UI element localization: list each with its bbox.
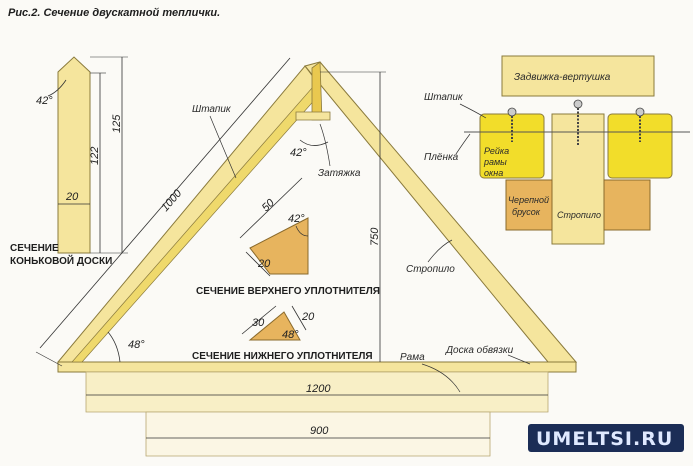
upper-seal-angle-arc xyxy=(295,225,309,237)
height-label: 750 xyxy=(369,227,381,246)
window-latch-detail: Задвижка-вертушка Стропило Рейка рамы ок… xyxy=(424,55,690,245)
lower-seal-right-dimline xyxy=(291,305,307,331)
rafter-length-label: 1000 xyxy=(159,187,185,214)
upper-seal-side-dimline xyxy=(239,177,303,239)
lower-seal-section: 30 20 48° СЕЧЕНИЕ НИЖНЕГО УПЛОТНИТЕЛЯ xyxy=(192,305,373,362)
cranial-bar-left xyxy=(505,179,553,231)
watermark-bg xyxy=(528,424,684,452)
shtapik-leader xyxy=(209,115,237,179)
cranial-label-1: Черепной xyxy=(508,195,549,205)
cranial-bar-right xyxy=(603,179,651,231)
tie-beam xyxy=(295,111,331,121)
frame-base xyxy=(85,371,549,413)
lower-seal-left-label: 30 xyxy=(252,317,265,329)
base-angle-arc xyxy=(107,331,121,363)
base-outer-label: 1200 xyxy=(306,383,331,395)
ridge-angle-label: 42° xyxy=(36,95,53,107)
right-rafter xyxy=(304,61,578,363)
upper-seal-side-label: 50 xyxy=(260,196,278,214)
apex-angle-label: 42° xyxy=(290,147,307,159)
upper-seal-angle-label: 42° xyxy=(288,213,305,225)
base-outer-dim: 1200 xyxy=(86,383,548,396)
screw-center xyxy=(573,99,583,146)
upper-seal-shape xyxy=(249,217,309,275)
apex-block xyxy=(311,61,323,121)
ridge-board-section: 42° 125 122 20 СЕЧЕНИЕ КОНЬКОВОЙ ДОСКИ xyxy=(10,56,128,267)
ridge-board-shape xyxy=(57,56,91,254)
apex-angle-arc xyxy=(299,139,329,146)
obvyazka-label: Доска обвязки xyxy=(445,344,514,356)
rail-label-3: окна xyxy=(484,168,503,178)
rail-label-2: рамы xyxy=(483,157,507,167)
shtapik-label: Штапик xyxy=(192,104,232,115)
ridge-height-inner-label: 122 xyxy=(89,147,101,165)
stropilo-label: Стропило xyxy=(406,264,455,275)
detail-shtapik-label: Штапик xyxy=(424,92,464,103)
ridge-height-outer-label: 125 xyxy=(111,114,123,133)
rafter-length-dimline xyxy=(39,57,291,349)
figure-caption: Рис.2. Сечение двускатной теплички. xyxy=(8,7,220,19)
ridge-width-label: 20 xyxy=(65,191,79,203)
ridge-angle-arc xyxy=(47,79,67,97)
obvyazka-leader xyxy=(507,354,531,365)
screw-right xyxy=(635,107,645,142)
base-inner-block xyxy=(145,411,491,457)
ridge-title-line1: СЕЧЕНИЕ xyxy=(10,243,59,254)
rail-label-1: Рейка xyxy=(484,146,509,156)
rafters xyxy=(56,61,578,363)
zatyazhka-leader xyxy=(319,123,331,167)
upper-seal-bottom-dimline xyxy=(245,251,271,277)
base-angle-label: 48° xyxy=(128,339,145,351)
frame-board xyxy=(57,361,577,373)
zatyazhka-label: Затяжка xyxy=(318,168,361,179)
detail-rafter-label: Стропило xyxy=(557,210,601,220)
detail-shtapik-leader xyxy=(459,103,487,119)
lower-seal-left-dimline xyxy=(241,305,277,335)
rama-leader xyxy=(421,363,461,393)
watermark-text: UMELTSI.RU xyxy=(536,428,673,450)
detail-film-label: Плёнка xyxy=(424,152,459,163)
lower-seal-angle-label: 48° xyxy=(282,329,299,341)
latch-board xyxy=(501,55,655,97)
lower-seal-shape xyxy=(248,311,301,341)
frame xyxy=(57,361,577,413)
rafter-length-ext xyxy=(35,351,63,367)
lower-seal-right-label: 20 xyxy=(301,311,315,323)
base-inner-label: 900 xyxy=(310,425,329,437)
upper-seal-bottom-label: 20 xyxy=(257,258,271,270)
lower-seal-title: СЕЧЕНИЕ НИЖНЕГО УПЛОТНИТЕЛЯ xyxy=(192,351,373,362)
upper-seal-title: СЕЧЕНИЕ ВЕРХНЕГО УПЛОТНИТЕЛЯ xyxy=(196,286,380,297)
screw-left xyxy=(507,107,517,142)
rama-label: Рама xyxy=(400,352,425,363)
cranial-label-2: брусок xyxy=(512,207,541,217)
height-dim: 750 xyxy=(320,71,386,362)
ridge-title-line2: КОНЬКОВОЙ ДОСКИ xyxy=(10,254,112,267)
latch-label: Задвижка-вертушка xyxy=(514,72,611,83)
watermark: UMELTSI.RU xyxy=(528,424,684,452)
detail-film-leader xyxy=(455,133,471,155)
detail-rafter xyxy=(551,113,605,245)
base-inner-dim: 900 xyxy=(145,411,491,457)
stropilo-leader xyxy=(427,239,453,263)
